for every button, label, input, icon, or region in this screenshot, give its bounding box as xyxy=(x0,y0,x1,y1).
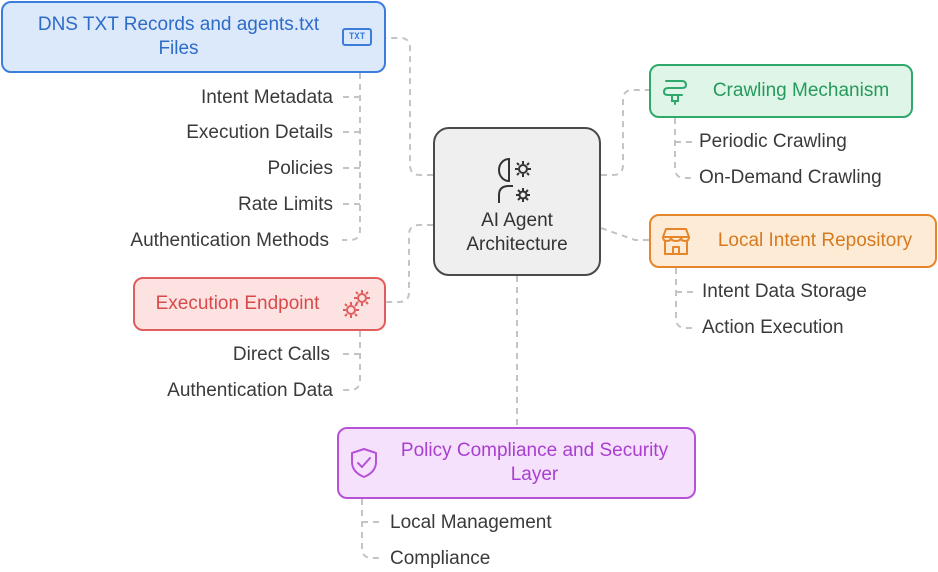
exec-node: Execution Endpoint xyxy=(133,277,386,331)
dns-node: DNS TXT Records and agents.txt Files xyxy=(1,1,386,73)
repo-item-action-execution: Action Execution xyxy=(702,317,844,338)
txt-icon-label: TXT xyxy=(348,32,366,42)
crawl-title: Crawling Mechanism xyxy=(712,80,890,101)
crawl-item-periodic: Periodic Crawling xyxy=(699,131,847,152)
shield-check-icon xyxy=(350,447,378,484)
policy-node: Policy Compliance and Security Layer xyxy=(337,427,696,499)
policy-title: Policy Compliance and Security Layer xyxy=(400,440,669,485)
exec-title: Execution Endpoint xyxy=(155,293,320,314)
crawl-item-on-demand: On-Demand Crawling xyxy=(699,167,882,188)
dns-title: DNS TXT Records and agents.txt Files xyxy=(37,14,320,59)
connector-policy-items xyxy=(361,499,380,559)
exec-item-authentication-data: Authentication Data xyxy=(167,380,333,401)
connector-dns-items xyxy=(342,73,361,241)
exec-item-direct-calls: Direct Calls xyxy=(232,344,330,365)
policy-item-compliance: Compliance xyxy=(390,548,491,569)
center-node: AI Agent Architecture xyxy=(433,127,601,276)
connector-center-exec xyxy=(386,224,433,303)
crawl-node: Crawling Mechanism xyxy=(649,64,913,118)
repo-item-intent-data-storage: Intent Data Storage xyxy=(702,281,867,302)
repo-title: Local Intent Repository xyxy=(717,230,913,251)
dns-item-authentication-methods: Authentication Methods xyxy=(130,230,329,251)
dns-item-rate-limits: Rate Limits xyxy=(237,194,333,215)
gears-icon xyxy=(340,287,374,326)
repo-node: Local Intent Repository xyxy=(649,214,937,268)
storefront-icon xyxy=(662,226,690,261)
dns-item-policies: Policies xyxy=(267,158,333,179)
txt-file-icon: TXT xyxy=(342,28,372,46)
crawler-icon xyxy=(662,77,688,110)
dns-item-intent-metadata: Intent Metadata xyxy=(200,87,333,108)
center-title: AI Agent Architecture xyxy=(466,209,568,255)
connector-center-repo xyxy=(600,227,649,241)
policy-item-local-management: Local Management xyxy=(390,512,552,533)
connector-repo-items xyxy=(675,268,694,329)
connector-crawl-items xyxy=(674,118,692,179)
connector-center-dns xyxy=(386,37,433,176)
connector-center-crawl xyxy=(601,89,649,176)
dns-item-execution-details: Execution Details xyxy=(186,122,333,143)
person-gear-icon xyxy=(497,155,537,205)
connector-exec-items xyxy=(342,331,361,391)
